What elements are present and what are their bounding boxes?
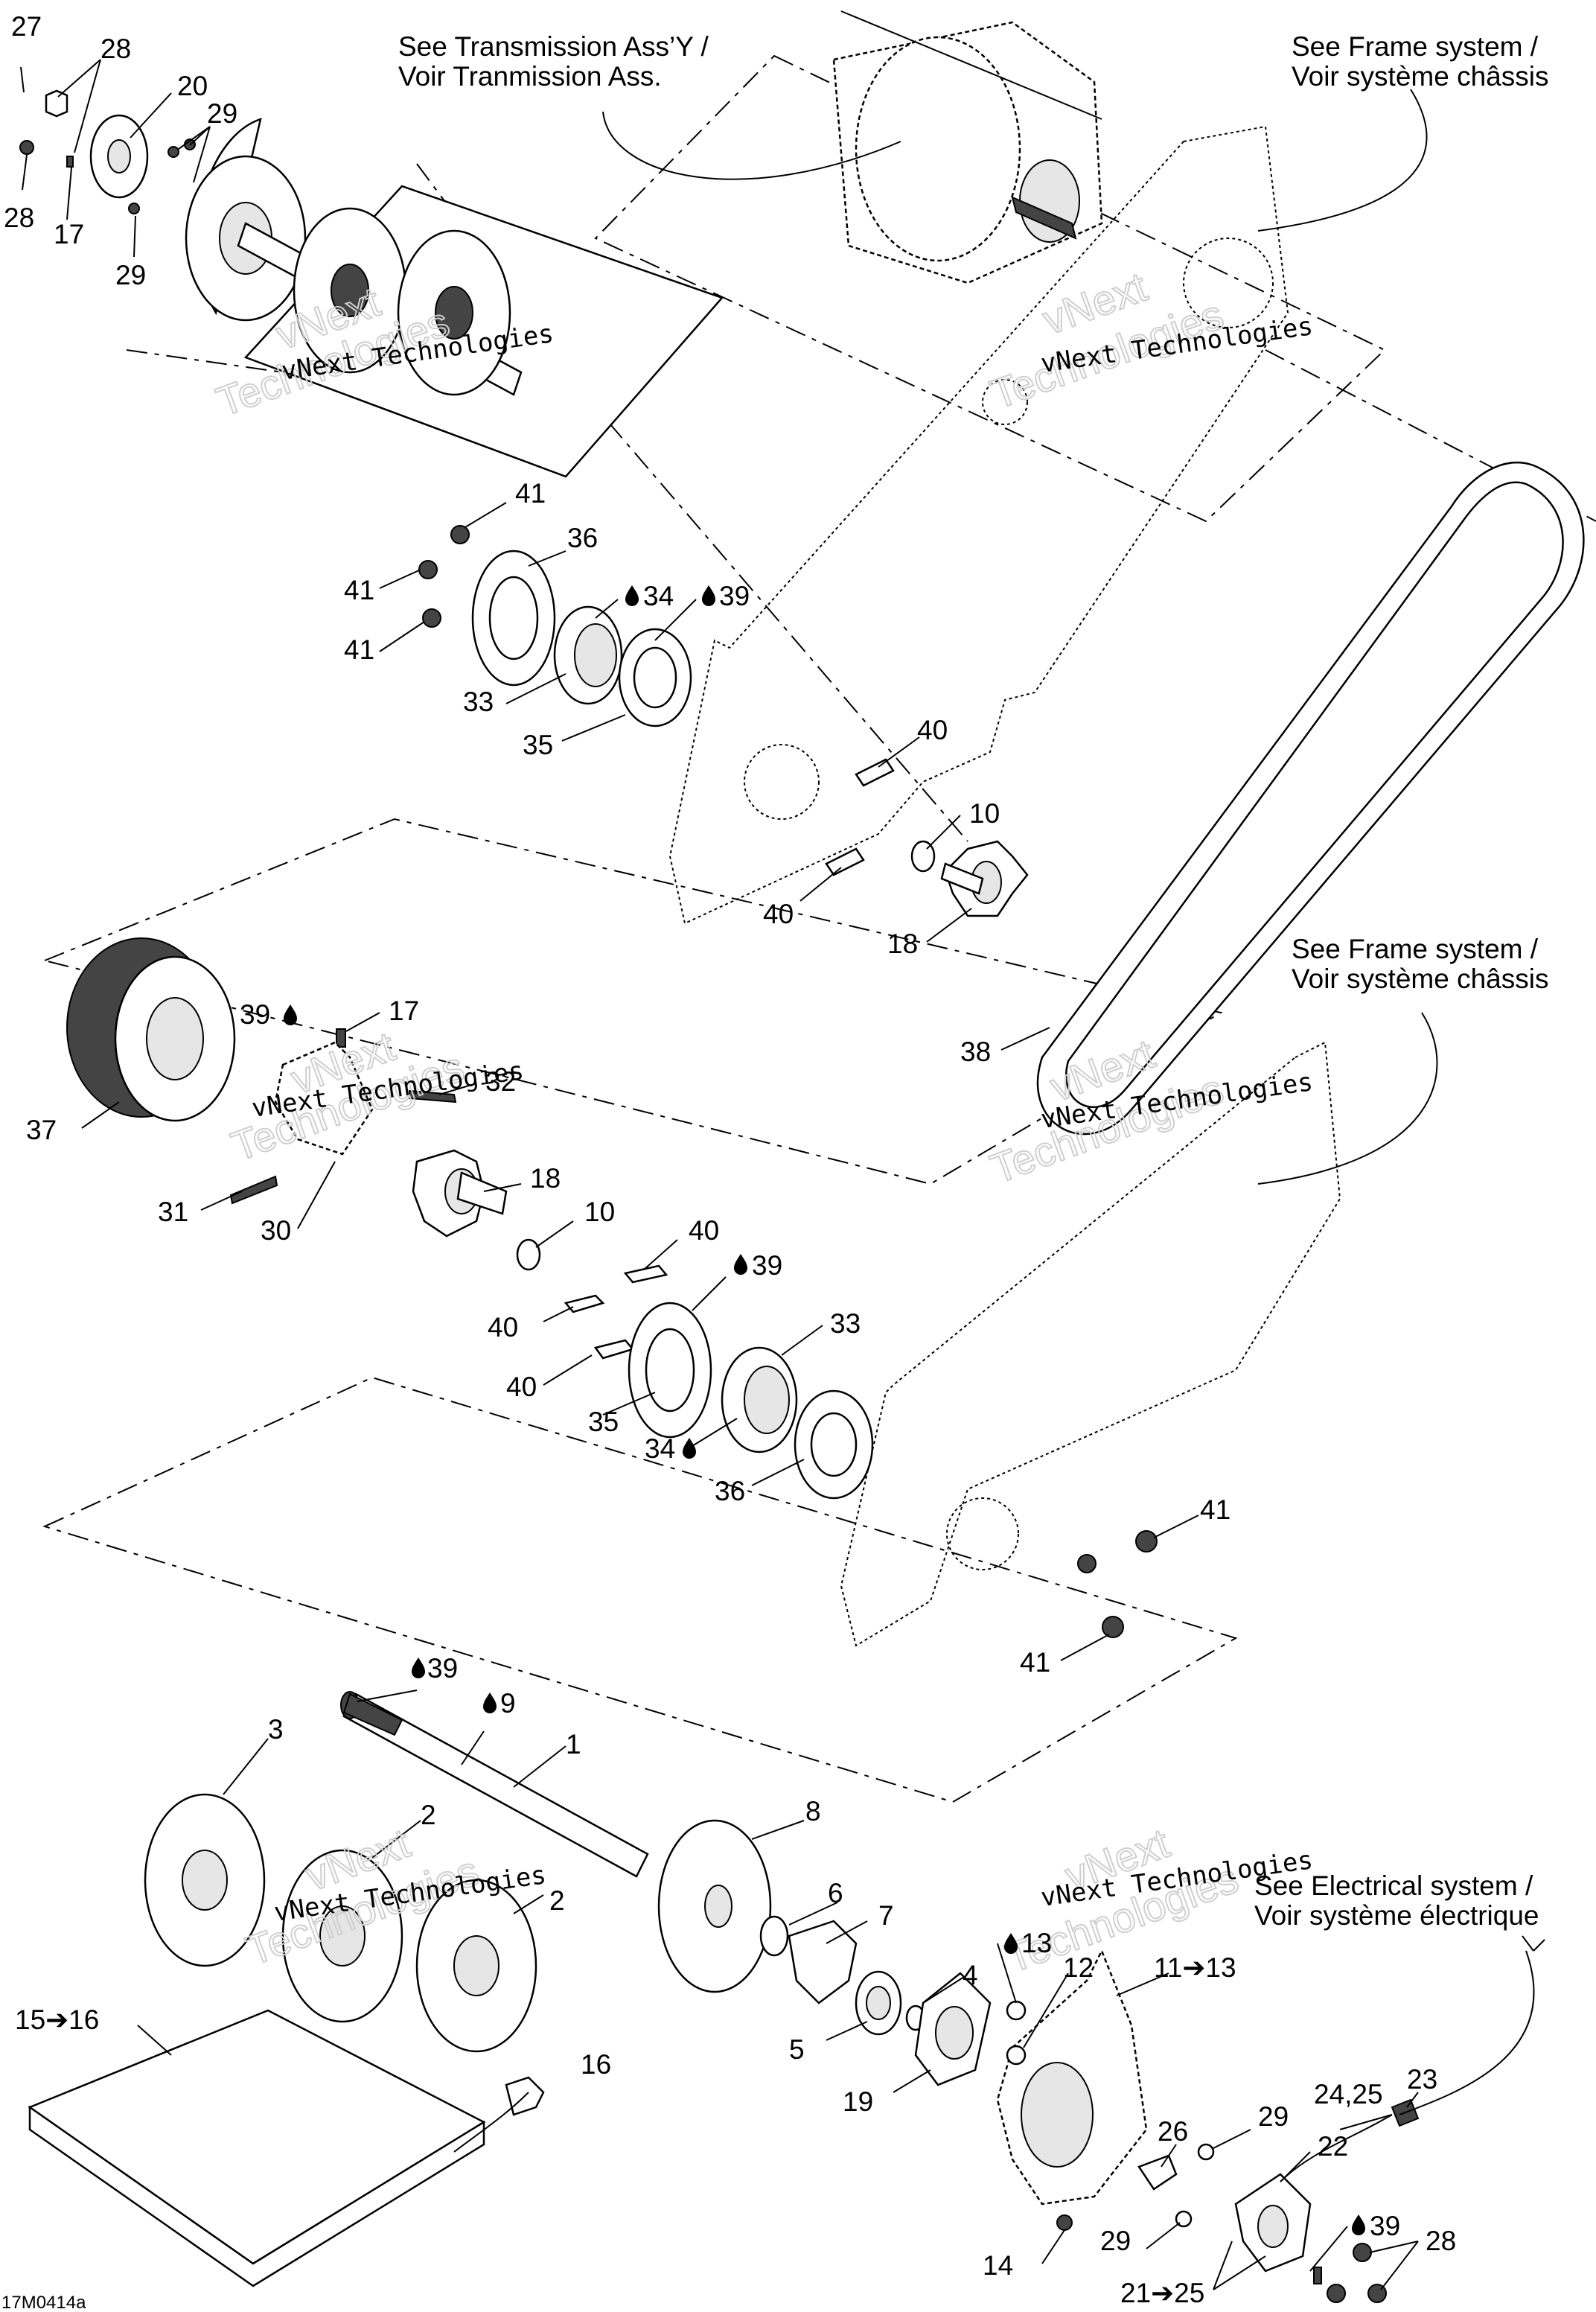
track-cleat-plate [28, 2009, 545, 2287]
upper-drive-axle-assembly [19, 89, 724, 478]
callout-40: 40 [689, 1215, 719, 1246]
callout-10: 10 [969, 798, 1000, 829]
callout-17: 17 [54, 219, 84, 249]
callout-36: 36 [567, 523, 598, 553]
callout-28: 28 [1426, 2226, 1456, 2256]
callout-2: 2 [549, 1885, 565, 1916]
note-electrical-line1: See Electrical system / [1254, 1870, 1533, 1901]
callout-3: 3 [268, 1714, 284, 1745]
callout-10: 10 [584, 1197, 615, 1227]
lubricant-drop-icon [625, 585, 639, 606]
lubricant-drop-icon [284, 1004, 297, 1025]
callout-37: 37 [26, 1115, 57, 1145]
callout-23: 23 [1407, 2064, 1437, 2095]
callout-5: 5 [789, 2034, 805, 2065]
callout-21-to-25: 21➔25 [1120, 2278, 1204, 2308]
callout-19: 19 [843, 2086, 873, 2117]
callout-41: 41 [344, 634, 374, 665]
callout-29: 29 [1258, 2101, 1289, 2132]
note-frame-top-line1: See Frame system / [1292, 31, 1539, 62]
callout-27: 27 [11, 11, 42, 42]
callout-41: 41 [1020, 1647, 1050, 1678]
callout-20: 20 [177, 71, 208, 101]
callout-16: 16 [581, 2049, 611, 2080]
callout-9: 9 [500, 1688, 516, 1719]
callout-36: 36 [715, 1476, 745, 1506]
lubricant-drop-icon [683, 1438, 696, 1459]
callout-12: 12 [1063, 1952, 1094, 1983]
callout-40: 40 [763, 899, 794, 929]
callout-29: 29 [115, 260, 146, 290]
part-callouts: 27 28 20 29 28 17 29 41 36 41 34 39 41 3… [1, 11, 1456, 2312]
callout-26: 26 [1158, 2116, 1188, 2147]
callout-39: 39 [1370, 2211, 1400, 2241]
callout-41: 41 [344, 575, 374, 605]
callout-39: 39 [427, 1653, 458, 1684]
callout-2: 2 [421, 1800, 436, 1830]
reference-notes: See Transmission Ass’Y / Voir Tranmissio… [398, 31, 1548, 1931]
drive-belt [1036, 461, 1585, 1136]
lower-bearing-stack [564, 1264, 1158, 1638]
callout-40: 40 [506, 1372, 537, 1402]
lubricant-drop-icon [483, 1692, 497, 1713]
callout-15-to-16: 15➔16 [15, 2004, 99, 2035]
note-frame-mid-line2: Voir système châssis [1292, 964, 1548, 994]
callout-22: 22 [1318, 2131, 1348, 2162]
callout-13: 13 [1021, 1928, 1052, 1958]
callout-40: 40 [917, 715, 948, 745]
callout-11-to-13: 11➔13 [1154, 1952, 1236, 1983]
callout-33: 33 [830, 1308, 861, 1339]
frame-plate-upper [668, 125, 1289, 925]
frame-plate-lower [840, 1041, 1341, 1647]
leader-lines [20, 59, 1545, 2290]
callout-7: 7 [878, 1900, 894, 1931]
callout-31: 31 [158, 1197, 188, 1227]
callout-28: 28 [100, 34, 131, 64]
lubricant-drop-icon [734, 1254, 747, 1275]
end-plate-and-sensor [996, 1948, 1420, 2303]
transmission-assembly [832, 10, 1103, 284]
sprockets [144, 1793, 537, 2053]
callout-35: 35 [588, 1407, 619, 1437]
callout-40: 40 [488, 1312, 518, 1343]
callout-32: 32 [485, 1066, 516, 1097]
callout-17: 17 [389, 996, 419, 1026]
callout-41: 41 [515, 478, 546, 509]
note-electrical-line2: Voir système électrique [1254, 1900, 1539, 1931]
callout-29: 29 [207, 98, 237, 129]
callout-14: 14 [983, 2250, 1013, 2281]
note-transmission-line2: Voir Tranmission Ass. [398, 61, 662, 92]
callout-39: 39 [719, 581, 750, 611]
callout-39: 39 [752, 1250, 782, 1281]
callout-24-25: 24,25 [1314, 2079, 1383, 2109]
lubricant-drop-icon [1352, 2214, 1365, 2235]
middle-axle-assembly [66, 937, 541, 1271]
callout-34: 34 [643, 581, 674, 611]
callout-8: 8 [805, 1796, 821, 1827]
note-transmission-line1: See Transmission Ass’Y / [398, 31, 709, 62]
callout-4: 4 [963, 1960, 978, 1990]
callout-18: 18 [887, 929, 918, 959]
note-frame-top-line2: Voir système châssis [1292, 61, 1548, 92]
lubricant-drop-icon [412, 1657, 425, 1678]
note-frame-mid-line1: See Frame system / [1292, 934, 1539, 964]
callout-28: 28 [4, 203, 34, 233]
lubricant-drop-icon [702, 585, 715, 606]
callout-34: 34 [645, 1433, 675, 1464]
callout-30: 30 [261, 1215, 291, 1246]
callout-18: 18 [530, 1163, 561, 1194]
brake-disc-and-bearings [657, 1819, 992, 2086]
callout-39: 39 [240, 999, 270, 1030]
callout-29: 29 [1100, 2226, 1131, 2256]
upper-bearing-stack [418, 525, 1029, 917]
callout-41: 41 [1200, 1494, 1230, 1525]
callout-33: 33 [463, 687, 494, 717]
drive-axle-1 [340, 1691, 649, 1878]
callout-35: 35 [523, 730, 553, 760]
callout-38: 38 [960, 1036, 991, 1067]
drawing-code: 17M0414a [1, 2293, 86, 2312]
callout-1: 1 [566, 1729, 581, 1760]
callout-6: 6 [828, 1878, 843, 1908]
